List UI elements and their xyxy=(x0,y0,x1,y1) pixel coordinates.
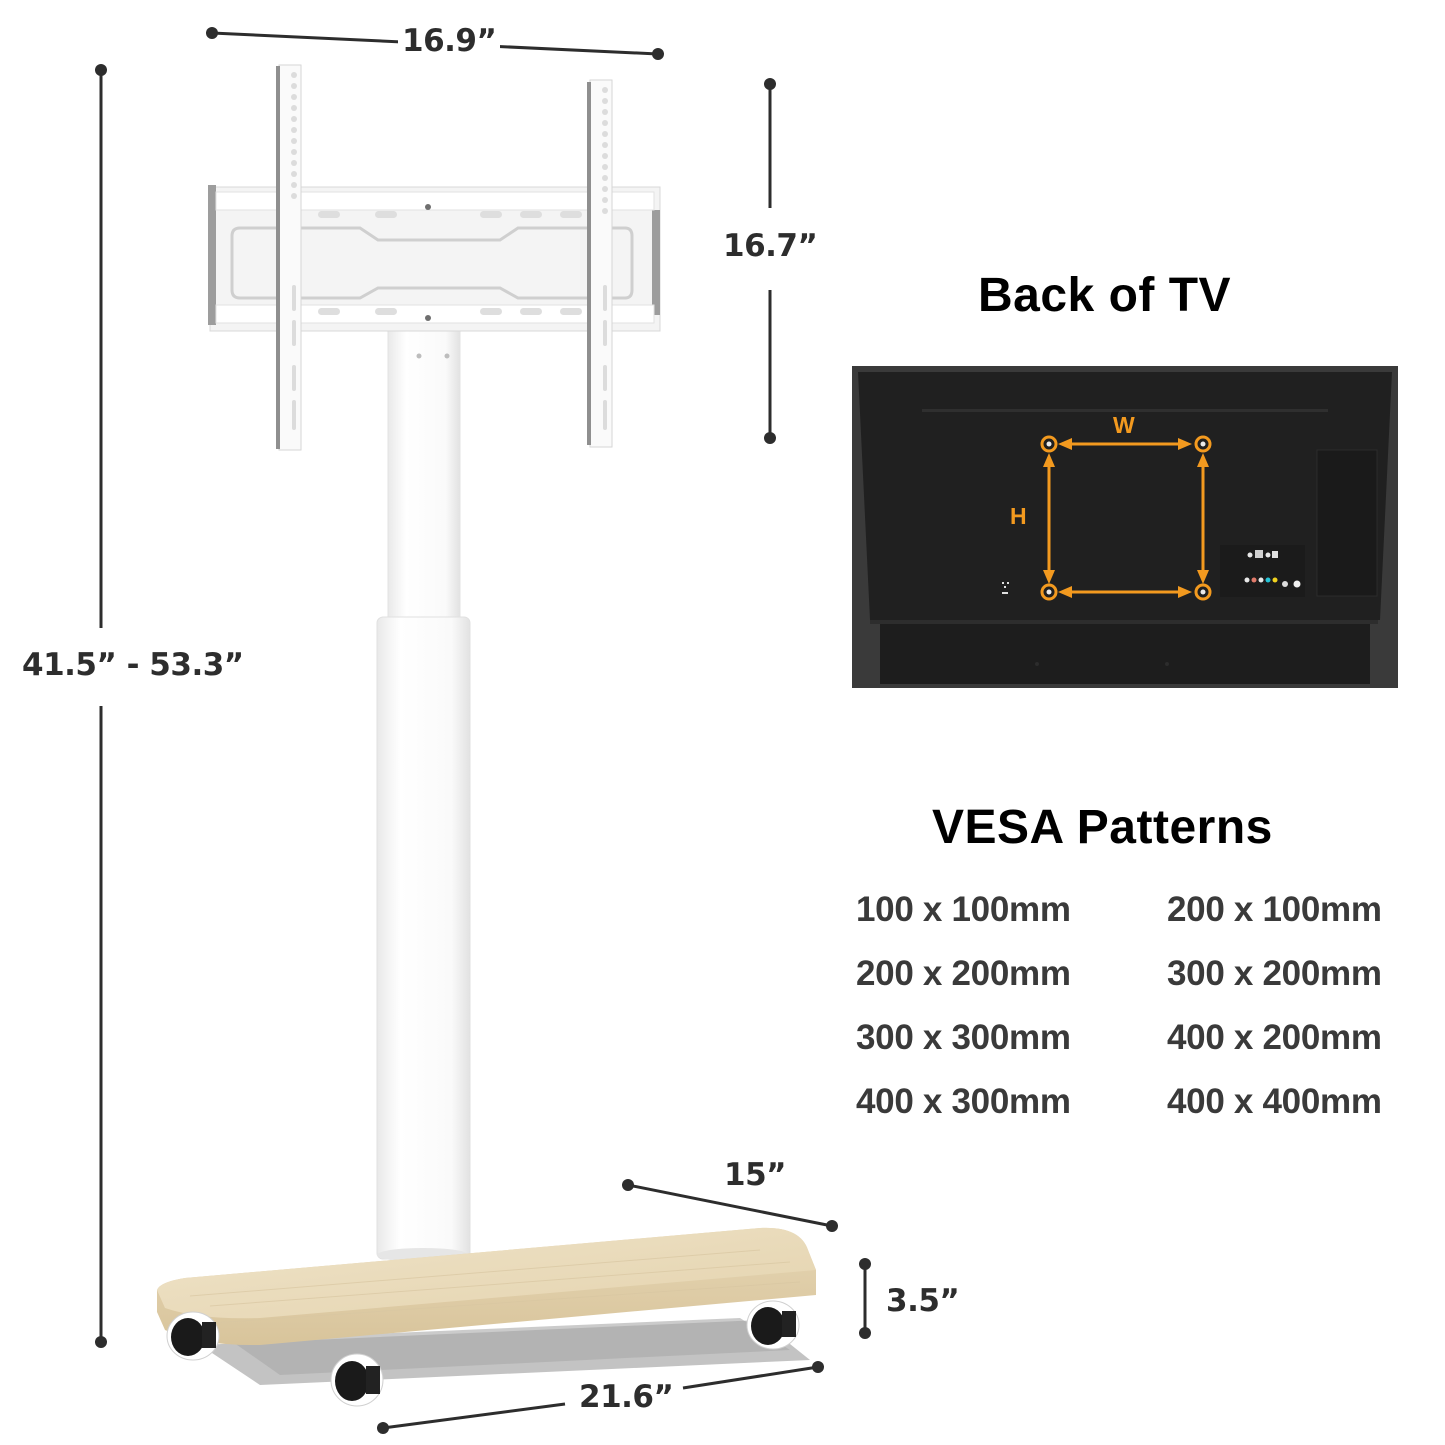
mount-height-label: 16.7” xyxy=(719,231,822,262)
vesa-arrows xyxy=(1043,438,1209,598)
mount-width-label: 16.9” xyxy=(398,26,501,57)
vesa-pattern-item: 400 x 200mm xyxy=(1167,1018,1382,1057)
vesa-pattern-item: 400 x 400mm xyxy=(1167,1082,1382,1121)
vesa-pattern-item: 200 x 200mm xyxy=(856,954,1071,993)
vesa-height-marker: H xyxy=(1010,503,1027,529)
vesa-pattern-item: 100 x 100mm xyxy=(856,890,1071,929)
dimension-line-base-width xyxy=(377,1361,824,1434)
back-of-tv-illustration xyxy=(852,366,1398,688)
back-of-tv-title: Back of TV xyxy=(978,269,1232,322)
vesa-patterns-title: VESA Patterns xyxy=(932,801,1273,854)
vesa-patterns-list: 100 x 100mm 200 x 100mm 200 x 200mm 300 … xyxy=(856,892,1416,1120)
vesa-pattern-item: 400 x 300mm xyxy=(856,1082,1071,1121)
dimension-line-mount-height xyxy=(764,78,776,444)
vesa-pattern-item: 200 x 100mm xyxy=(1167,890,1382,929)
vesa-width-marker: W xyxy=(1113,412,1135,438)
wood-base xyxy=(157,1227,816,1346)
vesa-pattern-item: 300 x 300mm xyxy=(856,1018,1071,1057)
vesa-mount-holes xyxy=(1040,435,1212,601)
lower-pole xyxy=(376,616,471,1262)
caster-wheels xyxy=(166,1300,800,1407)
power-socket xyxy=(1002,582,1009,594)
dimension-line-base-depth xyxy=(622,1179,838,1232)
mount-arm-left xyxy=(276,64,302,451)
vesa-pattern-item: 300 x 200mm xyxy=(1167,954,1382,993)
mount-arm-right xyxy=(587,79,613,448)
caster-front-left xyxy=(330,1353,384,1407)
dimension-line-overall-height xyxy=(95,64,107,1348)
dimension-line-base-thickness xyxy=(859,1258,871,1339)
tv-ports xyxy=(1244,550,1301,588)
base-width-label: 21.6” xyxy=(575,1382,678,1413)
overall-height-label: 41.5” - 53.3” xyxy=(18,650,248,681)
base-thickness-label: 3.5” xyxy=(882,1286,964,1317)
caster-back-right xyxy=(746,1300,800,1350)
caster-back-left xyxy=(166,1311,220,1361)
base-depth-label: 15” xyxy=(720,1160,791,1191)
